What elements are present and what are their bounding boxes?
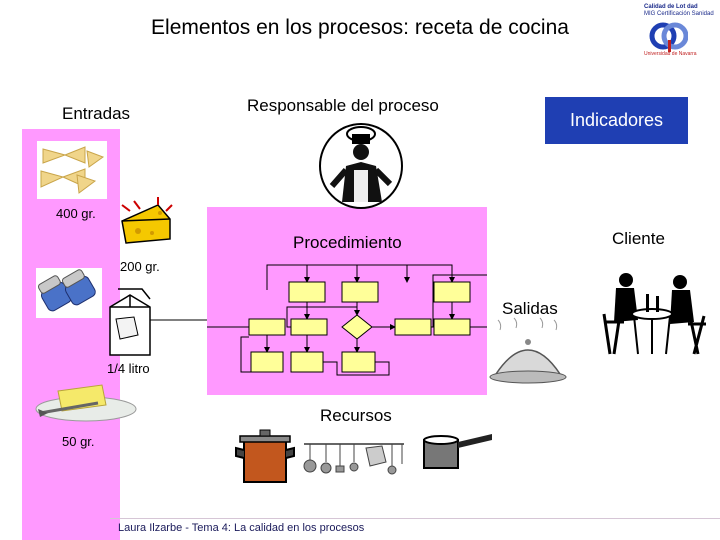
- qty-pasta: 400 gr.: [56, 206, 96, 221]
- saucepan-icon: [423, 434, 492, 469]
- qty-milk: 1/4 litro: [107, 361, 150, 376]
- flow-step: [290, 351, 324, 373]
- label-responsable: Responsable del proceso: [247, 96, 439, 115]
- flow-step: [290, 318, 328, 336]
- butter-icon: [35, 384, 137, 422]
- cheese-icon: [121, 197, 173, 244]
- cloche-icon: [489, 317, 567, 384]
- label-entradas: Entradas: [62, 104, 131, 123]
- footer-text: Laura Ilzarbe - Tema 4: La calidad en lo…: [118, 522, 365, 534]
- label-cliente: Cliente: [612, 229, 665, 248]
- flow-step: [394, 318, 432, 336]
- milk-carton-icon: [109, 288, 151, 356]
- qty-butter: 50 gr.: [62, 434, 95, 449]
- flow-step: [433, 281, 471, 303]
- flowchart: [207, 264, 487, 376]
- flow-decision: [341, 314, 373, 340]
- label-procedimiento: Procedimiento: [293, 233, 402, 252]
- slide-title: Elementos en los procesos: receta de coc…: [151, 16, 569, 39]
- logo-line-3: Universidad de Navarra: [644, 51, 697, 57]
- chef-icon: [319, 123, 403, 209]
- dining-customers-icon: [602, 273, 706, 355]
- flow-step: [248, 318, 286, 336]
- indicadores-box: Indicadores: [545, 97, 688, 144]
- utensils-icon: [303, 443, 404, 475]
- flow-step: [288, 281, 326, 303]
- flow-step: [433, 318, 471, 336]
- pot-icon: [235, 429, 295, 483]
- university-logo: Calidad de Lot dad MIG Certificación San…: [630, 4, 718, 58]
- salt-pepper-icon: [36, 268, 102, 318]
- label-recursos: Recursos: [320, 406, 392, 425]
- label-salidas: Salidas: [502, 299, 558, 318]
- footer-divider: [110, 518, 720, 519]
- qty-cheese: 200 gr.: [120, 259, 160, 274]
- logo-emblem-icon: [649, 22, 688, 52]
- flow-step: [341, 281, 379, 303]
- pasta-icon: [37, 141, 107, 199]
- flow-step: [341, 351, 376, 373]
- logo-line-1: Calidad de Lot dad: [644, 4, 698, 10]
- logo-line-2: MIG Certificación Sanidad: [644, 11, 714, 17]
- flow-step: [250, 351, 284, 373]
